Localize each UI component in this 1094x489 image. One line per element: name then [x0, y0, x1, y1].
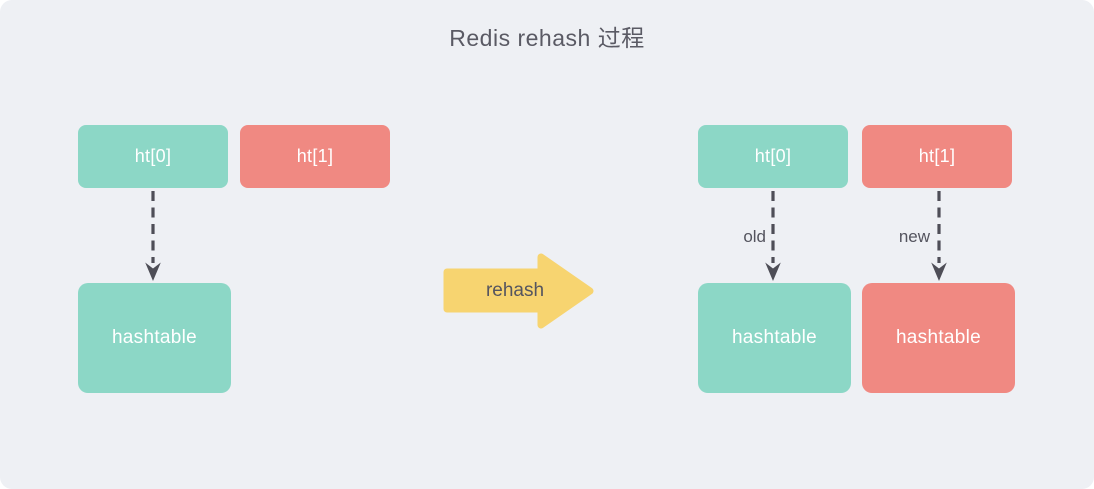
after-hashtable-old-label: hashtable — [731, 327, 818, 348]
after-ht1-box: ht[1] — [862, 125, 1012, 188]
before-ht0-box: ht[0] — [78, 125, 228, 188]
after-old-arrow — [765, 191, 781, 281]
before-ht1-label: ht[1] — [296, 146, 334, 166]
after-ht1-label: ht[1] — [918, 146, 956, 166]
diagram-title: Redis rehash 过程 — [449, 25, 645, 51]
before-ht1-box: ht[1] — [240, 125, 390, 188]
after-hashtable-new-label: hashtable — [895, 327, 982, 348]
rehash-arrow-label: rehash — [485, 280, 545, 301]
after-ht0-box: ht[0] — [698, 125, 848, 188]
after-hashtable-old-box: hashtable — [698, 283, 851, 393]
before-ht0-label: ht[0] — [134, 146, 172, 166]
old-arrow-label: old — [743, 227, 766, 246]
after-ht0-label: ht[0] — [754, 146, 792, 166]
after-hashtable-new-box: hashtable — [862, 283, 1015, 393]
before-hashtable-arrow — [145, 191, 161, 281]
before-hashtable-label: hashtable — [111, 327, 198, 348]
after-new-arrow — [931, 191, 947, 281]
new-arrow-label: new — [898, 227, 930, 246]
before-hashtable-box: hashtable — [78, 283, 231, 393]
rehash-arrow-icon — [443, 253, 594, 329]
